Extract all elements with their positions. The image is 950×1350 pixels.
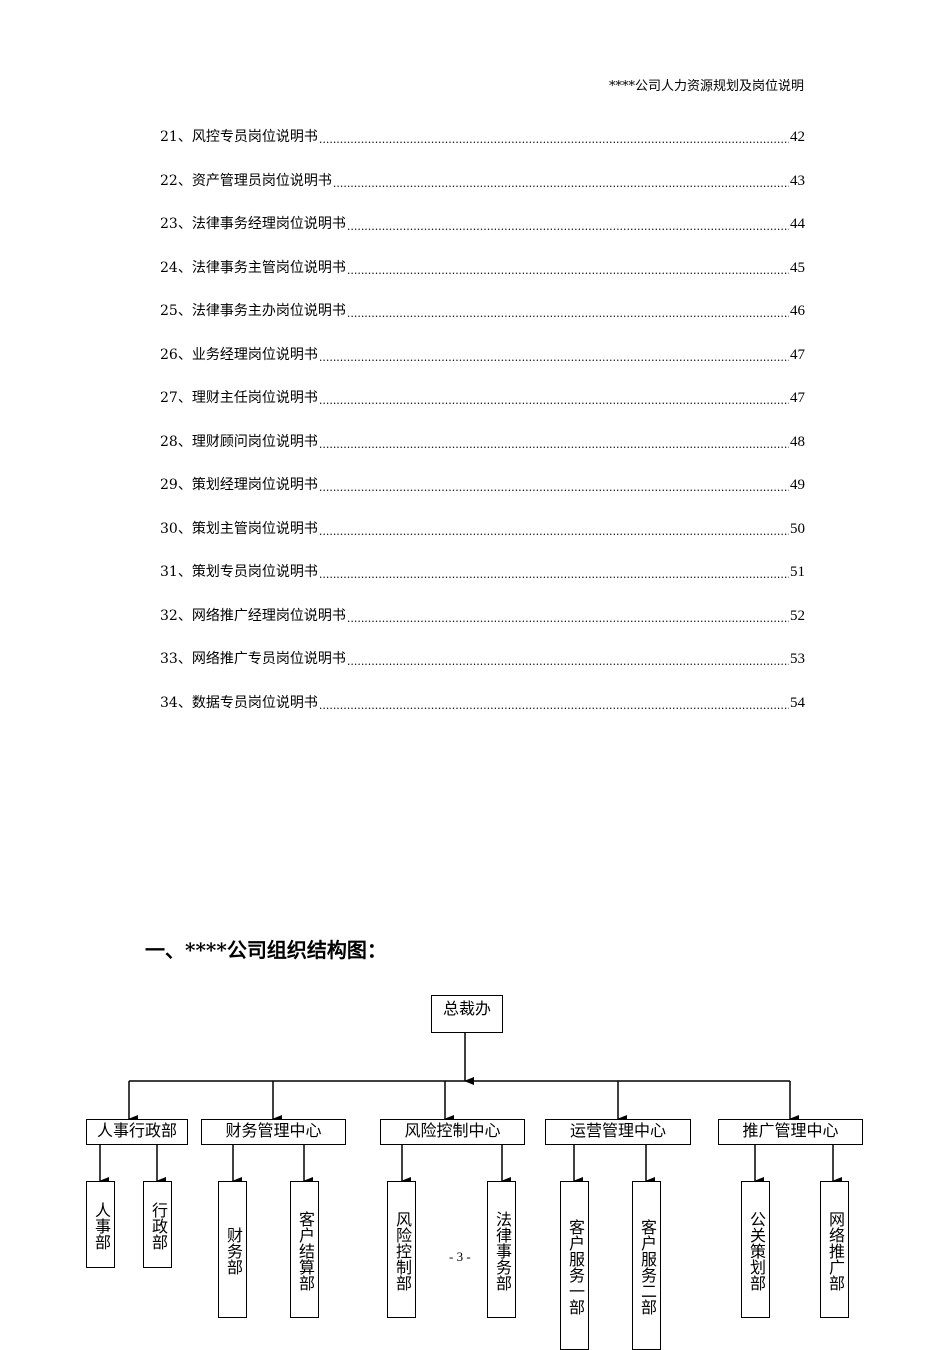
toc-entry-page: 51: [790, 564, 805, 580]
toc-entry-page: 53: [790, 651, 805, 667]
toc-entry-label: 22、资产管理员岗位说明书: [160, 172, 332, 189]
toc-entry[interactable]: 31、策划专员岗位说明书 51: [160, 561, 805, 581]
toc-entry-label: 28、理财顾问岗位说明书: [160, 433, 318, 450]
toc-entry-label: 34、数据专员岗位说明书: [160, 694, 318, 711]
toc-entry-page: 47: [790, 346, 805, 363]
toc-entry-page: 44: [790, 216, 805, 232]
toc-entry[interactable]: 32、网络推广经理岗位说明书 52: [160, 605, 805, 625]
toc-entry[interactable]: 28、理财顾问岗位说明书 48: [160, 431, 805, 451]
toc-entry-page: 48: [790, 433, 805, 450]
toc-entry[interactable]: 26、业务经理岗位说明书 47: [160, 344, 805, 364]
toc-entry-page: 47: [790, 390, 805, 406]
page-number: - 3 -: [449, 1249, 471, 1264]
toc-entry-label: 27、理财主任岗位说明书: [160, 390, 318, 406]
toc-entry-page: 52: [790, 607, 805, 624]
toc-entry[interactable]: 21、风控专员岗位说明书 42: [160, 126, 805, 146]
toc-entry[interactable]: 29、策划经理岗位说明书 49: [160, 474, 805, 494]
org-node-unit: 网络推广部: [820, 1181, 849, 1318]
toc-entry[interactable]: 24、法律事务主管岗位说明书 45: [160, 257, 805, 277]
toc-entry-label: 33、网络推广专员岗位说明书: [160, 651, 346, 667]
toc-entry-page: 43: [790, 172, 805, 189]
toc-entry-label: 31、策划专员岗位说明书: [160, 564, 318, 580]
toc-entry-page: 46: [790, 303, 805, 319]
toc-entry-label: 32、网络推广经理岗位说明书: [160, 607, 346, 624]
section-title: 一、****公司组织结构图：: [145, 938, 387, 962]
toc-entry-label: 26、业务经理岗位说明书: [160, 346, 318, 363]
toc-entry-page: 49: [790, 477, 805, 493]
toc-entry[interactable]: 34、数据专员岗位说明书 54: [160, 692, 805, 712]
toc-entry-label: 29、策划经理岗位说明书: [160, 477, 318, 493]
toc-entry-label: 25、法律事务主办岗位说明书: [160, 303, 346, 319]
org-node-unit: 人事部: [86, 1181, 115, 1268]
toc-entry[interactable]: 27、理财主任岗位说明书 47: [160, 387, 805, 407]
org-node-root: 总裁办: [431, 995, 503, 1033]
org-node-department: 人事行政部: [86, 1119, 188, 1145]
org-node-unit: 客户结算部: [290, 1181, 319, 1318]
toc-entry-label: 30、策划主管岗位说明书: [160, 520, 318, 537]
org-node-unit: 财务部: [218, 1181, 247, 1318]
org-node-unit: 客户服务二部: [632, 1181, 661, 1350]
toc-entry[interactable]: 22、资产管理员岗位说明书 43: [160, 170, 805, 190]
org-node-unit: 法律事务部: [487, 1181, 516, 1318]
org-node-unit: 风险控制部: [387, 1181, 416, 1318]
toc-entry-label: 23、法律事务经理岗位说明书: [160, 216, 346, 232]
org-node-unit: 客户服务一部: [560, 1181, 589, 1350]
toc-entry[interactable]: 25、法律事务主办岗位说明书 46: [160, 300, 805, 320]
org-node-unit: 公关策划部: [741, 1181, 770, 1318]
org-node-department: 运营管理中心: [545, 1119, 691, 1145]
org-node-department: 风险控制中心: [380, 1119, 525, 1145]
toc-entry-page: 42: [790, 129, 805, 145]
toc-entry-page: 50: [790, 520, 805, 537]
toc-entry-page: 54: [790, 694, 805, 711]
running-header: ****公司人力资源规划及岗位说明: [608, 79, 804, 94]
toc-entry[interactable]: 33、网络推广专员岗位说明书 53: [160, 648, 805, 668]
toc-entry-label: 24、法律事务主管岗位说明书: [160, 259, 346, 276]
toc-entry[interactable]: 23、法律事务经理岗位说明书 44: [160, 213, 805, 233]
org-node-department: 推广管理中心: [718, 1119, 863, 1145]
org-node-unit: 行政部: [143, 1181, 172, 1268]
org-node-department: 财务管理中心: [201, 1119, 346, 1145]
toc-entry-page: 45: [790, 259, 805, 276]
toc-entry-label: 21、风控专员岗位说明书: [160, 129, 318, 145]
toc-entry[interactable]: 30、策划主管岗位说明书 50: [160, 518, 805, 538]
